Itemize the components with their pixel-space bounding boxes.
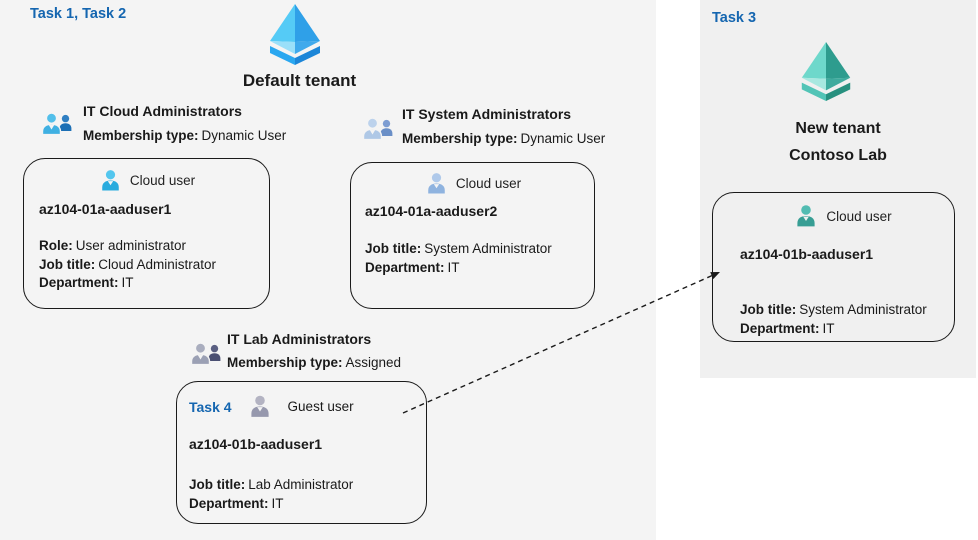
new-tenant-title-line1: New tenant xyxy=(795,120,881,137)
user-type-label: Guest user xyxy=(287,399,354,414)
user-name: az104-01a-aaduser2 xyxy=(365,203,498,219)
user-name: az104-01a-aaduser1 xyxy=(39,201,172,217)
task-4-label: Task 4 xyxy=(189,398,232,415)
attr-row: Job title:Cloud Administrator xyxy=(39,256,217,272)
card-header: Task 4 Guest user xyxy=(189,393,354,420)
membership-value: Assigned xyxy=(345,355,402,370)
azure-ad-tenant-icon xyxy=(258,2,332,66)
attr-row: Department:IT xyxy=(365,259,460,275)
membership-label: Membership type: xyxy=(83,128,199,143)
cloud-user-card-aaduser1: Cloud user az104-01a-aaduser1 Role:User … xyxy=(23,158,270,309)
membership-label: Membership type: xyxy=(402,131,518,146)
user-attributes: Job title:System Administrator Departmen… xyxy=(365,240,552,277)
guest-user-icon xyxy=(250,395,269,417)
user-type-label: Cloud user xyxy=(129,173,196,188)
azure-ad-new-tenant-icon xyxy=(791,40,861,102)
group-icon-lab-admins xyxy=(189,340,223,368)
attr-row: Job title:System Administrator xyxy=(740,302,927,317)
user-type-label: Cloud user xyxy=(826,208,892,224)
new-tenant-title-line2: Contoso Lab xyxy=(789,147,887,164)
user-type-label: Cloud user xyxy=(455,176,522,191)
user-attributes: Job title:Lab Administrator Department:I… xyxy=(189,476,353,513)
group-icon-system-admins xyxy=(361,115,395,143)
cloud-user-icon xyxy=(428,173,445,194)
attr-row: Job title:System Administrator xyxy=(365,241,552,256)
task-3-label: Task 3 xyxy=(712,10,757,26)
card-header: Cloud user xyxy=(24,168,269,193)
user-name: az104-01b-aaduser1 xyxy=(189,436,323,452)
membership-label: Membership type: xyxy=(227,355,343,370)
guest-user-card: Task 4 Guest user az104-01b-aaduser1 Job… xyxy=(176,381,427,524)
user-name: az104-01b-aaduser1 xyxy=(740,246,874,262)
attr-row: Job title:Lab Administrator xyxy=(189,477,354,492)
group-name-lab-admins: IT Lab Administrators xyxy=(227,331,372,347)
membership-value: Dynamic User xyxy=(520,131,606,146)
cloud-user-icon xyxy=(102,170,119,191)
cloud-user-card-aaduser2: Cloud user az104-01a-aaduser2 Job title:… xyxy=(350,162,595,309)
user-attributes: Role:User administrator Job title:Cloud … xyxy=(39,237,216,293)
default-tenant-title: Default tenant xyxy=(242,71,357,90)
group-name-cloud-admins: IT Cloud Administrators xyxy=(83,103,242,119)
membership-value: Dynamic User xyxy=(201,128,287,143)
task-1-2-label: Task 1, Task 2 xyxy=(30,6,127,22)
card-header: Cloud user xyxy=(713,203,954,229)
cloud-user-icon xyxy=(797,205,815,227)
attr-row: Department:IT xyxy=(740,320,835,336)
new-tenant-user-card: Cloud user az104-01b-aaduser1 Job title:… xyxy=(712,192,955,342)
default-tenant-region xyxy=(0,0,656,540)
group-icon-cloud-admins xyxy=(40,110,74,138)
attr-row: Role:User administrator xyxy=(39,238,187,253)
group-name-system-admins: IT System Administrators xyxy=(402,106,572,122)
attr-row: Department:IT xyxy=(39,275,134,290)
group-membership-lab-admins: Membership type:Assigned xyxy=(227,355,401,370)
user-attributes: Job title:System Administrator Departmen… xyxy=(740,301,927,338)
card-header: Cloud user xyxy=(351,171,594,196)
group-membership-system-admins: Membership type:Dynamic User xyxy=(402,131,605,146)
attr-row: Department:IT xyxy=(189,495,284,511)
group-membership-cloud-admins: Membership type:Dynamic User xyxy=(83,128,286,143)
